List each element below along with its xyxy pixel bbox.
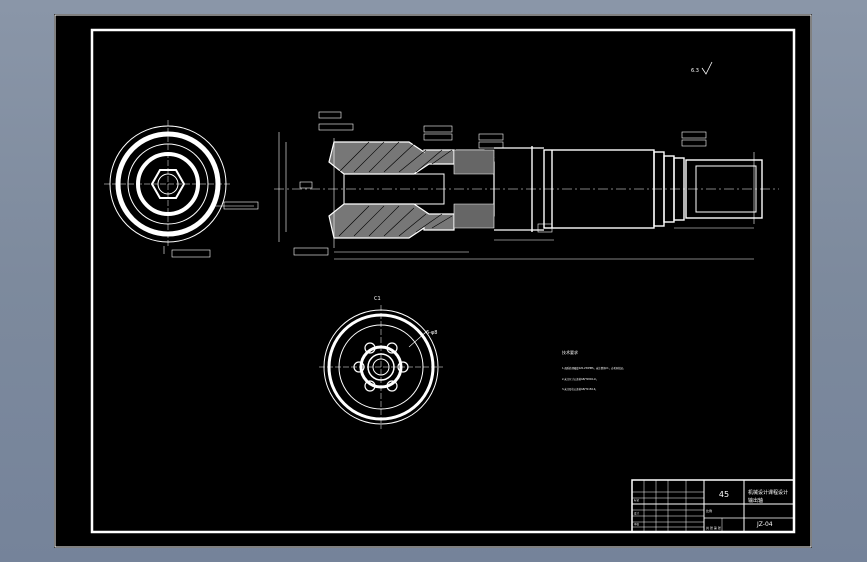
flange-view-bottom: 6-φ8 C1	[319, 296, 443, 429]
shaft-section-view	[274, 111, 779, 260]
tech-req-line-3: 3.未注形位公差按GB/T1184-K。	[562, 387, 598, 391]
check-label: 审核	[634, 522, 640, 526]
title-block: 45 机械设计课程设计 输出轴 JZ-04 比例 共 张 第 张 标记 设计 审…	[631, 479, 795, 533]
material-text: 45	[719, 490, 729, 499]
tech-req-line-1: 1.调质处理硬度220-250HBS，未注倒角C1，去毛刺锐边。	[562, 366, 625, 370]
end-view-left	[104, 120, 259, 258]
sheet-label: 共 张 第 张	[706, 525, 721, 530]
bolt-circle-label: 6-φ8	[426, 330, 437, 336]
scale-label: 比例	[706, 508, 712, 513]
cad-drawing: 6.3 6-φ8 C1 技术要求 1.调质处理硬度220-250HBS，未注倒角…	[54, 14, 812, 548]
inner-border	[90, 28, 796, 534]
part-name: 输出轴	[748, 497, 763, 504]
outer-border	[54, 14, 812, 548]
roughness-value: 6.3	[691, 68, 699, 74]
section-label: C1	[374, 296, 381, 302]
technical-requirements: 技术要求 1.调质处理硬度220-250HBS，未注倒角C1，去毛刺锐边。 2.…	[562, 349, 625, 391]
roughness-symbol: 6.3	[691, 61, 713, 75]
cad-viewport[interactable]: 6.3 6-φ8 C1 技术要求 1.调质处理硬度220-250HBS，未注倒角…	[54, 14, 812, 548]
tech-req-line-2: 2.未注尺寸公差按GB/T1804-m。	[562, 377, 598, 381]
design-label: 设计	[634, 511, 640, 515]
school-name: 机械设计课程设计	[748, 489, 788, 496]
tech-req-title: 技术要求	[562, 349, 578, 355]
row-label-mark: 标记	[634, 498, 640, 502]
drawing-number: JZ-04	[756, 521, 773, 528]
